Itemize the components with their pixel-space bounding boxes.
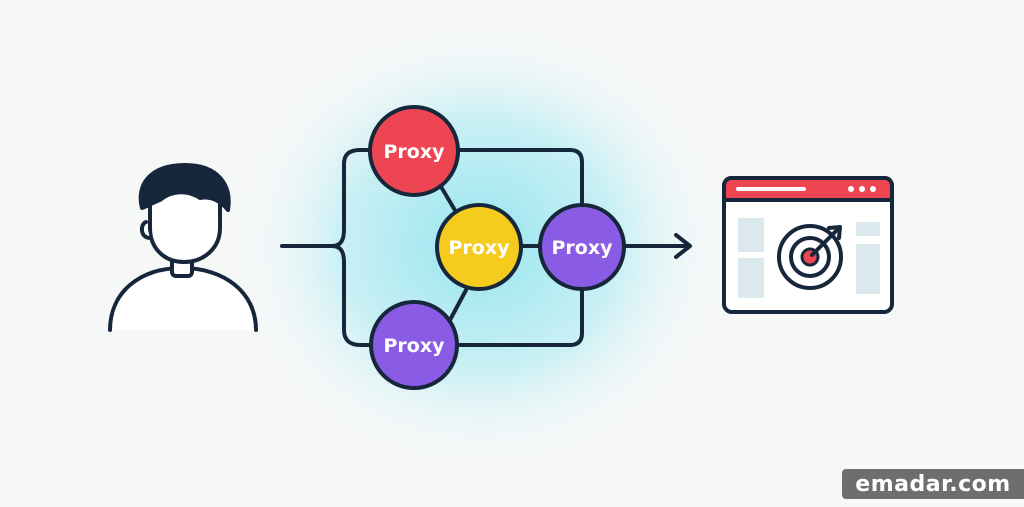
browser-dot-2 [859,186,865,192]
target-website-icon [722,176,894,314]
browser-content-block-right [856,222,880,236]
proxy-node-right-label: Proxy [552,237,614,259]
connection-lines [280,148,692,347]
proxy-node-bottom-circle [369,300,459,390]
proxy-node-top: Proxy [368,105,460,197]
proxy-node-right-circle [538,203,626,291]
proxy-node-top-circle [368,105,460,197]
proxy-node-middle-label: Proxy [449,237,511,259]
user-silhouette-icon [108,163,258,332]
browser-content-block-left [738,218,764,252]
proxy-node-right: Proxy [538,203,626,291]
proxy-node-middle-circle [435,203,523,291]
browser-address-line [736,187,806,191]
browser-dot-1 [848,186,854,192]
proxy-node-top-label: Proxy [384,141,446,163]
proxy-node-bottom: Proxy [369,300,459,390]
proxy-node-bottom-label: Proxy [384,335,446,357]
browser-content-block-left-2 [738,258,764,298]
proxy-node-middle: Proxy [435,203,523,291]
browser-title-bar [722,176,894,202]
target-arrow-head [827,225,842,240]
watermark: emadar.com [842,469,1024,499]
browser-dot-3 [870,186,876,192]
target-arrow [810,227,840,257]
browser-content-block-right-2 [856,244,880,294]
